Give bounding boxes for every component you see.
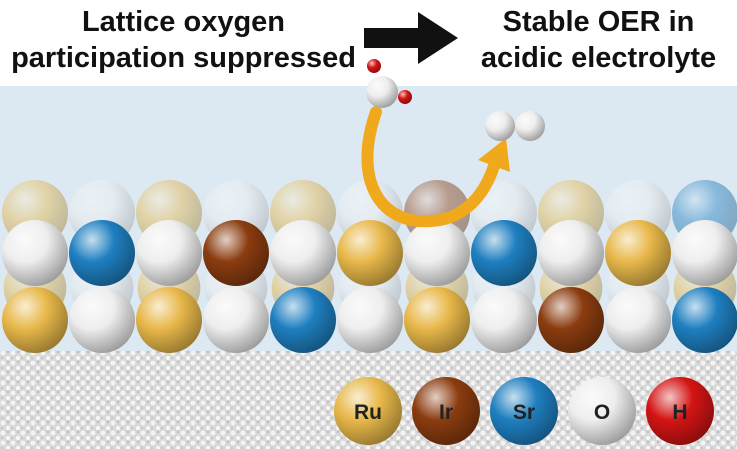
legend-item-ru: Ru xyxy=(334,377,402,445)
molecules xyxy=(366,59,545,141)
atom-ru xyxy=(136,287,202,353)
legend-label-ru: Ru xyxy=(354,401,382,424)
atom-o xyxy=(69,287,135,353)
atom-sr xyxy=(471,220,537,286)
atom-o xyxy=(538,220,604,286)
water-hydrogen-atom-2 xyxy=(398,90,412,104)
atom-o xyxy=(471,287,537,353)
water-hydrogen-atom-1 xyxy=(367,59,381,73)
legend-label-sr: Sr xyxy=(513,401,535,424)
header-left-line-1: Lattice oxygen xyxy=(81,6,286,38)
header-left: Lattice oxygen participation suppressed xyxy=(6,4,361,76)
atom-o xyxy=(203,287,269,353)
atom-sr xyxy=(270,287,336,353)
header-right-line-1: Stable OER in xyxy=(502,6,695,38)
header-right-line-2: acidic electrolyte xyxy=(480,42,717,74)
atom-o xyxy=(672,220,737,286)
atom-o xyxy=(136,220,202,286)
legend-label-o: O xyxy=(594,401,610,424)
atom-ru xyxy=(2,287,68,353)
legend-swatch-h xyxy=(646,377,714,445)
product-oxygen-atom-2 xyxy=(515,111,545,141)
element-legend: Ru Ir Sr O H xyxy=(334,377,714,445)
atom-ru xyxy=(337,220,403,286)
legend-swatch-sr xyxy=(490,377,558,445)
legend-swatch-ru xyxy=(334,377,402,445)
product-oxygen-atom-1 xyxy=(485,111,515,141)
front-atom-layers xyxy=(2,220,737,353)
legend-label-ir: Ir xyxy=(439,401,453,424)
atom-o xyxy=(270,220,336,286)
atom-ir xyxy=(203,220,269,286)
atom-sr xyxy=(69,220,135,286)
atom-sr xyxy=(672,287,737,353)
atom-o xyxy=(337,287,403,353)
atom-o xyxy=(404,220,470,286)
legend-swatch-o xyxy=(568,377,636,445)
atom-o xyxy=(2,220,68,286)
legend-label-h: H xyxy=(672,401,687,424)
atom-o xyxy=(605,287,671,353)
reaction-curved-arrow xyxy=(361,106,510,228)
direction-arrow xyxy=(364,12,458,64)
atom-ir xyxy=(538,287,604,353)
legend-swatch-ir xyxy=(412,377,480,445)
water-oxygen-atom xyxy=(366,76,398,108)
legend-item-o: O xyxy=(568,377,636,445)
legend-item-sr: Sr xyxy=(490,377,558,445)
header-right: Stable OER in acidic electrolyte xyxy=(466,4,731,76)
atom-ru xyxy=(605,220,671,286)
legend-item-h: H xyxy=(646,377,714,445)
header-left-line-2: participation suppressed xyxy=(11,42,356,74)
legend-item-ir: Ir xyxy=(412,377,480,445)
atom-ru xyxy=(404,287,470,353)
